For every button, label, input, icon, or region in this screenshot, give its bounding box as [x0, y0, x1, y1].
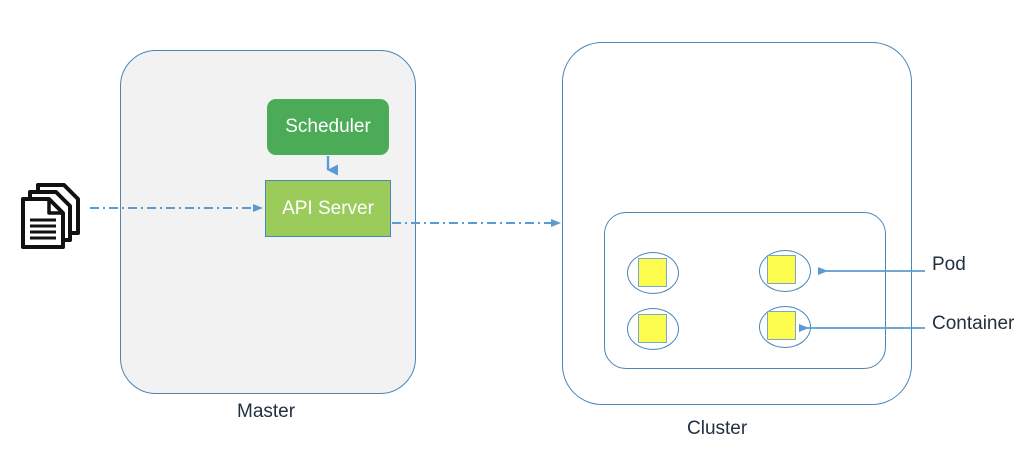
- cluster-group-container: [562, 42, 912, 405]
- node-group-container: [604, 212, 886, 369]
- pod-annotation-label: Pod: [932, 254, 966, 275]
- pod-ellipse-2[interactable]: [759, 250, 811, 292]
- pod-ellipse-4[interactable]: [759, 306, 811, 348]
- container-square-4[interactable]: [767, 311, 796, 340]
- pod-ellipse-1[interactable]: [627, 252, 679, 294]
- cluster-caption: Cluster: [687, 418, 748, 439]
- container-square-2[interactable]: [767, 255, 796, 284]
- scheduler-label: Scheduler: [285, 116, 371, 137]
- pod-ellipse-3[interactable]: [627, 308, 679, 350]
- api-server-label: API Server: [282, 198, 374, 219]
- container-square-1[interactable]: [638, 258, 667, 287]
- scheduler-box[interactable]: [267, 99, 389, 155]
- container-square-3[interactable]: [638, 314, 667, 343]
- documents-stack-icon: [21, 183, 80, 249]
- master-caption: Master: [237, 401, 296, 422]
- container-annotation-label: Container: [932, 313, 1015, 334]
- api-server-box[interactable]: [265, 180, 391, 237]
